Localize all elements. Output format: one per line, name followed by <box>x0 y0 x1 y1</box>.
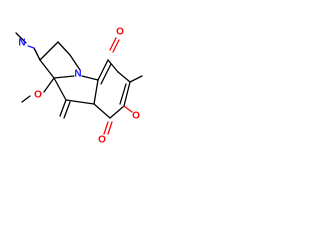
bond-c9a-c4a-inner <box>100 63 112 85</box>
atom-pyrrole-nitrogen: N <box>74 69 81 80</box>
bond-c8-c8a <box>93 103 111 119</box>
bond-skeleton <box>15 32 143 119</box>
bond-c8a-c9a <box>93 79 99 105</box>
bond-methoxy-methyl <box>21 95 31 103</box>
bond-methylene-1 <box>59 99 67 117</box>
chemical-structure: N N O O O O <box>15 27 143 146</box>
bond-aziridine-n <box>27 45 35 49</box>
bond-ketone-upper-2 <box>112 39 120 53</box>
bond-aziridine-c2-c1 <box>33 47 41 61</box>
bond-bridgehead-n <box>53 75 75 79</box>
bond-c6-c7-inner <box>119 83 127 105</box>
atom-aziridine-nitrogen: N <box>18 38 25 49</box>
bond-bridgehead-o <box>43 77 55 93</box>
bond-n-methyl <box>15 32 27 44</box>
bond-c4a-c5 <box>107 59 119 73</box>
atom-lower-ketone-oxygen: O <box>98 135 106 146</box>
bond-c3-ch2 <box>57 41 71 56</box>
bond-heteroatom <box>27 37 133 135</box>
bond-c6-c7 <box>123 81 131 107</box>
bond-ch2-n <box>69 54 81 71</box>
atom-bridgehead-methoxy-oxygen: O <box>34 90 42 101</box>
atom-upper-ketone-oxygen: O <box>116 27 124 38</box>
bond-c9a-c4a <box>97 59 109 81</box>
bond-c9-c8a <box>65 99 95 105</box>
bond-methylene-2 <box>63 101 71 119</box>
bond-c5-c6 <box>117 71 131 83</box>
bond-c2-bridgehead <box>39 59 55 79</box>
bond-aziridine-c2-c3 <box>39 41 59 61</box>
bond-n-c9a <box>81 75 99 81</box>
bond-ketone-upper-1 <box>109 37 117 51</box>
bond-c6-methyl <box>129 75 143 83</box>
bond-bridgehead-c9 <box>53 77 67 101</box>
bond-ketone-lower-2 <box>107 121 113 135</box>
bond-ketone-lower-1 <box>103 121 109 135</box>
bond-c7-o <box>123 105 133 113</box>
bond-c7-c8 <box>109 105 125 119</box>
atom-ring-methoxy-oxygen: O <box>132 111 140 122</box>
